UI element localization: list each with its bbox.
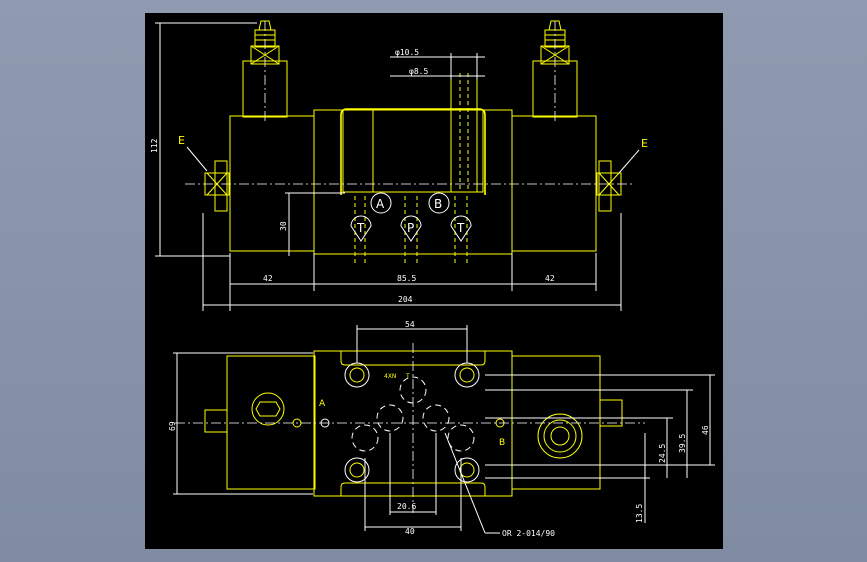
- dim-24-5: 24.5: [658, 444, 667, 463]
- right-solenoid-body: [511, 115, 597, 252]
- dim-112: 112: [150, 138, 159, 153]
- plan-note: 4XN: [384, 373, 396, 380]
- dim-20-6: 20.6: [397, 502, 416, 511]
- dim-39-5: 39.5: [678, 434, 687, 453]
- port-a-label: A: [376, 197, 385, 211]
- plan-left-solenoid: [226, 355, 316, 490]
- dim-85-5: 85.5: [397, 274, 416, 283]
- dim-d10-5: φ10.5: [395, 48, 419, 57]
- port-b-label: B: [434, 197, 442, 211]
- e-right-label: E: [641, 137, 648, 150]
- dim-46: 46: [701, 425, 710, 435]
- port-t2-label: T: [456, 221, 465, 235]
- dim-204: 204: [398, 295, 413, 304]
- oring-callout: OR 2-014/90: [502, 529, 555, 538]
- plan-b-label: B: [499, 438, 505, 448]
- cad-drawing-viewport[interactable]: A B T P T E E 112 30 φ10.5 φ8.5: [145, 13, 723, 549]
- dim-54: 54: [405, 320, 415, 329]
- plan-right-solenoid: [511, 355, 601, 490]
- e-left-label: E: [178, 134, 185, 147]
- front-view: A B T P T E E 112 30 φ10.5 φ8.5: [150, 20, 648, 311]
- plan-note-t: T: [405, 373, 410, 380]
- port-p-label: P: [407, 221, 414, 235]
- dim-42-left: 42: [263, 274, 273, 283]
- dim-42-right: 42: [545, 274, 555, 283]
- dim-d8-5: φ8.5: [409, 67, 428, 76]
- plan-a-label: A: [319, 399, 326, 409]
- dim-30: 30: [279, 221, 288, 231]
- plan-view: A B 4XN T 54 69 20.6 40: [168, 320, 715, 538]
- dim-40: 40: [405, 527, 415, 536]
- port-t1-label: T: [356, 221, 365, 235]
- dim-69: 69: [168, 421, 177, 431]
- valve-drawing: A B T P T E E 112 30 φ10.5 φ8.5: [150, 20, 715, 538]
- dim-13-5: 13.5: [635, 504, 644, 523]
- left-solenoid-body: [229, 115, 315, 252]
